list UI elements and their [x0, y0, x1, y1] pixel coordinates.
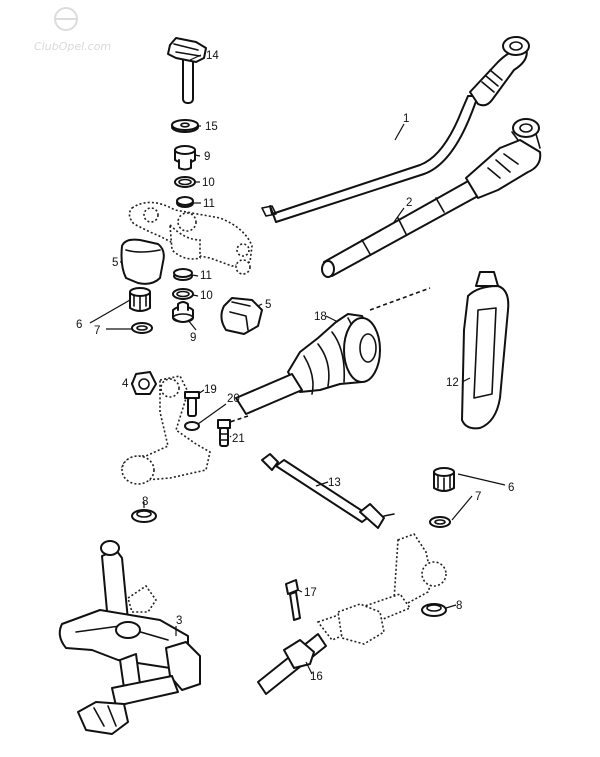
part-4-nut: [131, 371, 157, 395]
part-3-gearbox-lever-assembly: [58, 540, 201, 735]
callout-4: 4: [122, 378, 129, 390]
part-19-bolt: [184, 391, 200, 417]
part-20-washer: [184, 421, 200, 431]
callout-labels: 14 15 9 10 11 1 2 5 11 10 5 6 7 9 18 4 1…: [76, 50, 514, 683]
leader-lines: [89, 54, 506, 675]
callout-19: 19: [204, 384, 217, 396]
part-5-cover-right: [220, 297, 263, 335]
part-2-shift-shaft: [321, 118, 542, 278]
part-6-bush-right: [433, 467, 455, 492]
part-10-ring-upper: [174, 176, 196, 188]
part-15-washer: [171, 119, 199, 133]
part-1-selector-rod: [261, 36, 530, 223]
part-18-rubber-boot: [229, 287, 431, 423]
callout-7-right: 7: [475, 491, 481, 503]
callout-20: 20: [227, 393, 240, 405]
callout-12: 12: [446, 377, 459, 389]
callout-16: 16: [310, 671, 323, 683]
part-17-screw: [285, 579, 301, 621]
callout-9-lower: 9: [190, 332, 196, 344]
part-7-washer-left: [131, 322, 153, 334]
callout-18: 18: [314, 311, 327, 323]
watermark-text: ClubOpel.com: [34, 40, 111, 53]
part-10-ring-lower: [172, 288, 194, 300]
part-11-washer-lower: [173, 268, 193, 281]
callout-21: 21: [232, 433, 245, 445]
callout-6-right: 6: [508, 482, 514, 494]
callout-11-lower: 11: [200, 270, 212, 282]
callout-14: 14: [206, 50, 219, 62]
callout-3: 3: [176, 615, 182, 627]
shift-lever-assembly: [121, 375, 211, 485]
part-14-retaining-clip: [167, 37, 207, 104]
callout-11-upper: 11: [203, 198, 215, 210]
callout-6-left: 6: [76, 319, 82, 331]
callout-2: 2: [406, 197, 412, 209]
callout-5-right: 5: [265, 299, 271, 311]
callout-10-upper: 10: [202, 177, 215, 189]
callout-7-left: 7: [94, 325, 100, 337]
callout-17: 17: [304, 587, 317, 599]
callout-8-right: 8: [456, 600, 462, 612]
callout-15: 15: [205, 121, 218, 133]
callout-1: 1: [403, 113, 409, 125]
part-16-lever-rod: [257, 633, 327, 695]
part-6-bush-left: [129, 287, 151, 312]
part-5-cover-left: [120, 238, 165, 285]
part-13-link-rod: [261, 453, 395, 529]
callout-5-left: 5: [112, 257, 118, 269]
part-11-washer-upper: [176, 196, 194, 208]
callout-10-lower: 10: [200, 290, 213, 302]
part-12-grease-tube: [461, 271, 510, 430]
watermark: ClubOpel.com: [34, 7, 111, 53]
callout-8-left: 8: [142, 496, 148, 508]
part-21-bolt: [217, 419, 231, 447]
shift-bracket-plate: [128, 201, 253, 275]
watermark-logo-icon: [54, 7, 78, 31]
lower-selector-lever: [316, 533, 447, 645]
part-7-washer-right: [429, 516, 451, 528]
part-9-bushing-upper: [174, 145, 196, 171]
part-8-circlip-right: [421, 603, 447, 617]
part-8-circlip-left: [131, 509, 157, 523]
callout-9-upper: 9: [204, 151, 210, 163]
part-9-bushing-lower: [172, 301, 194, 323]
callout-13: 13: [328, 477, 341, 489]
